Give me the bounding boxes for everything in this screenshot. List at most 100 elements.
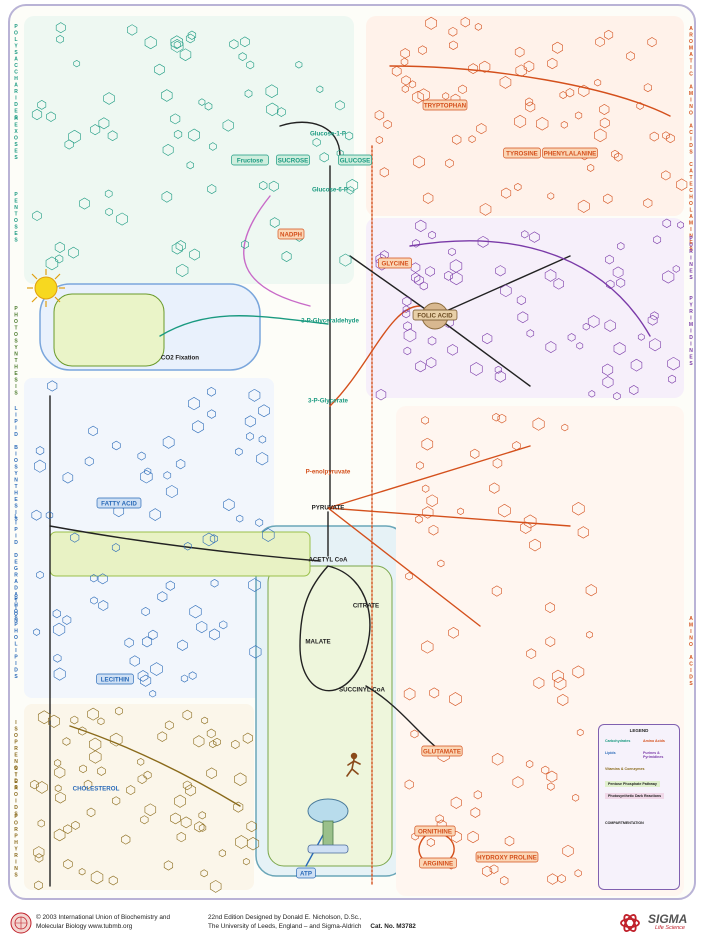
compound-glyph (170, 113, 181, 125)
compound-glyph (143, 770, 152, 780)
node-glyceraldehyde: 3-P-Glyceraldehyde (301, 318, 359, 325)
compound-glyph (425, 266, 435, 277)
runner-icon (346, 752, 361, 777)
compound-glyph (262, 528, 275, 542)
compound-glyph (649, 131, 659, 142)
compound-glyph (242, 732, 253, 744)
compound-glyph (467, 830, 479, 844)
compound-glyph (410, 729, 419, 739)
compound-glyph (108, 875, 118, 886)
compound-glyph (55, 22, 66, 34)
node-tyrosine: TYROSINE (503, 147, 541, 159)
compound-glyph (489, 482, 500, 494)
compound-glyph (107, 130, 118, 142)
sun-icon (27, 269, 65, 307)
compound-glyph (614, 152, 623, 162)
iubmb-logo-icon (10, 912, 32, 934)
node-label: Glucose-6-P (312, 187, 348, 194)
compound-glyph (207, 409, 216, 419)
compound-glyph (514, 46, 525, 58)
compound-glyph (404, 779, 414, 790)
compound-glyph (525, 760, 534, 769)
compound-glyph (643, 83, 652, 93)
compound-glyph (88, 425, 98, 437)
node-label: LECITHIN (101, 677, 130, 684)
compound-glyph (209, 534, 218, 544)
compound-glyph (545, 636, 556, 647)
compound-glyph (70, 532, 80, 543)
compound-glyph (111, 440, 121, 451)
node-glycerate: 3-P-Glycerate (308, 398, 348, 405)
compound-glyph (421, 484, 430, 493)
compound-glyph (189, 605, 202, 619)
compound-glyph (437, 559, 445, 568)
section-label: PENTOSES (13, 192, 19, 244)
compound-glyph (258, 404, 270, 418)
node-pyruvate: PYRUVATE (312, 505, 345, 512)
compound-glyph (180, 816, 192, 829)
compound-glyph (198, 98, 206, 106)
compound-glyph (450, 271, 463, 286)
compound-glyph (83, 779, 93, 790)
compound-glyph (473, 790, 483, 800)
compound-glyph (140, 674, 152, 687)
edition-block: 22nd Edition Designed by Donald E. Nicho… (208, 914, 538, 931)
compound-glyph (567, 333, 576, 342)
section-label: HEXOSES (13, 116, 19, 162)
compound-glyph (316, 85, 324, 93)
nucleotide-line (409, 240, 651, 337)
compound-glyph (414, 274, 424, 286)
compound-glyph (164, 720, 174, 731)
compound-glyph (36, 781, 48, 794)
pentose-loop (243, 195, 311, 307)
compound-glyph (452, 134, 462, 145)
compound-glyph (449, 692, 462, 707)
compound-glyph (599, 117, 610, 129)
compound-glyph (576, 342, 584, 350)
compound-glyph (222, 119, 234, 132)
compound-glyph (45, 511, 54, 520)
compound-glyph (448, 26, 458, 37)
compound-glyph (457, 507, 464, 515)
compound-glyph (599, 103, 610, 115)
compound-glyph (346, 178, 359, 192)
compound-glyph (144, 803, 157, 817)
compound-glyph (498, 503, 511, 518)
section-label: LIPID DEGRADATION (13, 514, 19, 625)
compound-glyph (605, 254, 614, 265)
compound-glyph (37, 819, 45, 828)
compound-glyph (47, 380, 58, 392)
compound-glyph (235, 447, 243, 456)
compound-glyph (188, 671, 197, 680)
nucleotide-region (366, 218, 684, 398)
compound-glyph (504, 835, 515, 847)
compound-glyph (45, 256, 59, 271)
compound-glyph (98, 600, 109, 611)
compound-glyph (200, 869, 208, 878)
compound-glyph (421, 437, 434, 451)
node-co2fix: CO2 Fixation (161, 355, 199, 362)
compound-glyph (173, 129, 183, 139)
compound-glyph (229, 39, 239, 50)
compound-glyph (68, 246, 79, 259)
compound-glyph (492, 413, 500, 422)
node-label: MALATE (305, 639, 330, 646)
node-lecithin: LECITHIN (96, 673, 134, 685)
compound-glyph (544, 269, 557, 282)
compound-glyph (676, 178, 688, 191)
compound-glyph (460, 17, 470, 28)
compound-glyph (162, 143, 174, 156)
compound-glyph (154, 63, 165, 76)
compound-glyph (525, 101, 536, 113)
compound-glyph (249, 645, 262, 659)
compound-glyph (499, 76, 512, 89)
compound-glyph (209, 628, 220, 641)
node-label: SUCROSE (278, 158, 309, 165)
compound-glyph (489, 864, 499, 874)
compound-glyph (426, 357, 437, 369)
compound-glyph (574, 111, 583, 120)
compound-glyph (256, 452, 269, 466)
node-box (96, 673, 134, 685)
compound-glyph (177, 639, 188, 651)
